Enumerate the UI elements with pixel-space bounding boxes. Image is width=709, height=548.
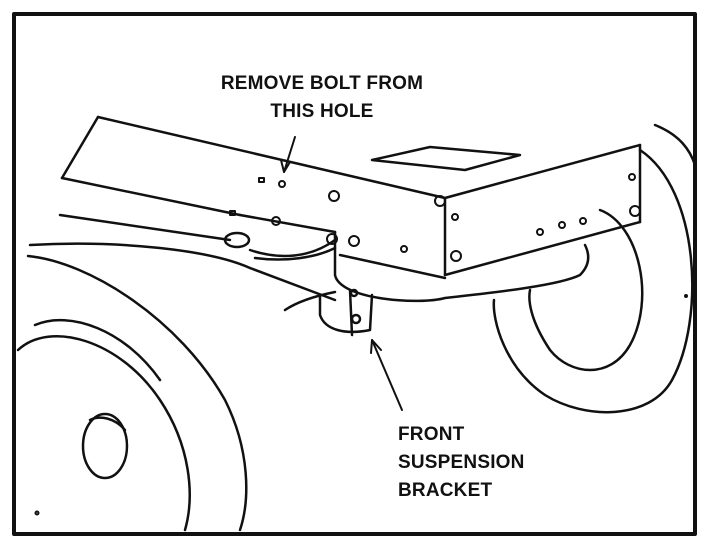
callout-remove-line2: THIS HOLE [182, 98, 462, 126]
callout-remove-bolt: REMOVE BOLT FROM THIS HOLE [182, 70, 462, 126]
specks [36, 295, 688, 515]
arrow-bracket [372, 340, 402, 410]
callout-bracket-line2: SUSPENSION [398, 449, 525, 477]
callout-remove-line1: REMOVE BOLT FROM [182, 70, 462, 98]
front-wheel [18, 256, 246, 530]
callout-bracket-line1: FRONT [398, 421, 525, 449]
chassis-frame [30, 117, 640, 310]
leader-arrows [281, 137, 402, 410]
rear-wheel [494, 125, 695, 412]
frame-bolts [230, 174, 640, 261]
callout-bracket-line3: BRACKET [398, 477, 525, 505]
arrow-remove-bolt [284, 137, 295, 172]
callout-front-suspension-bracket: FRONT SUSPENSION BRACKET [398, 421, 525, 505]
steering-plate [225, 233, 335, 260]
